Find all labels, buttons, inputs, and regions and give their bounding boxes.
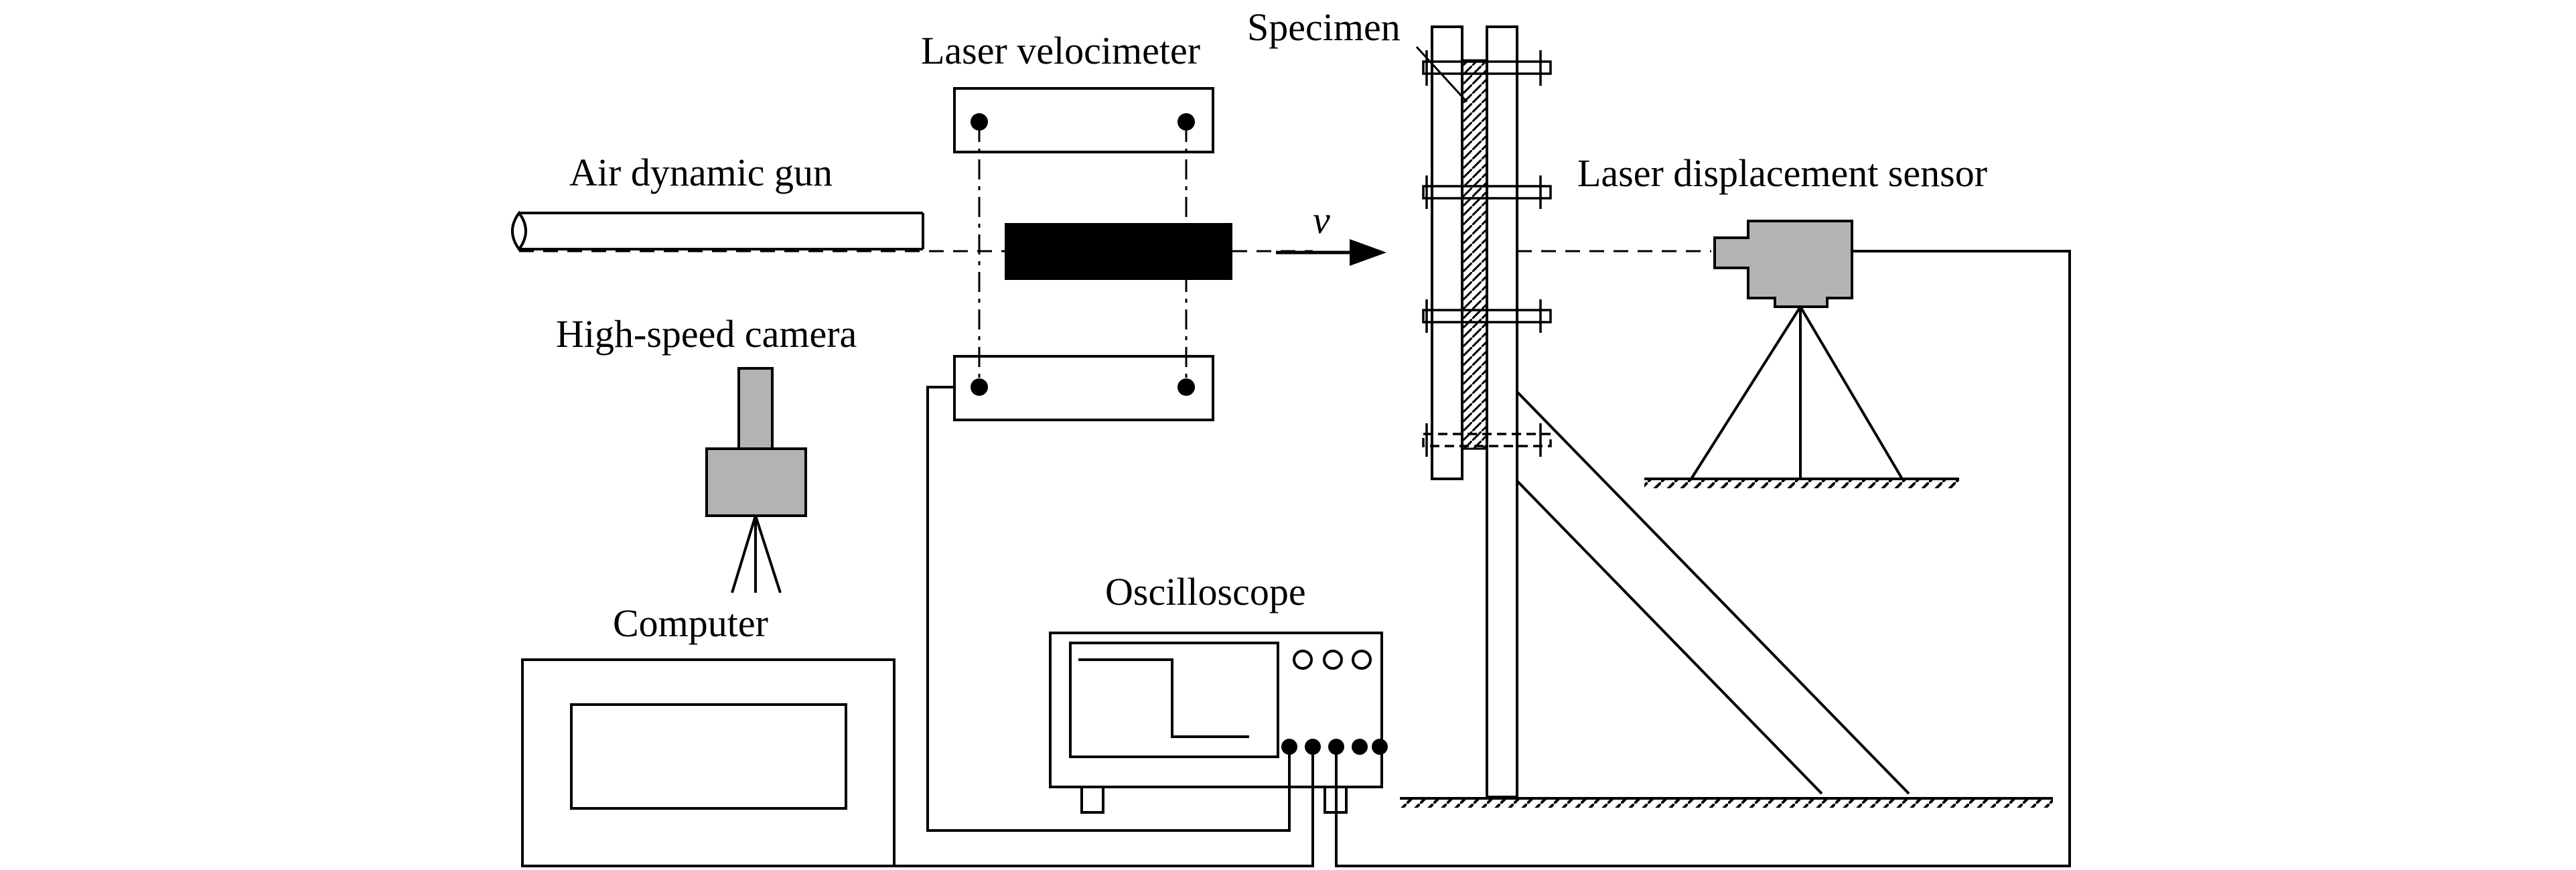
air-dynamic-gun-label: Air dynamic gun (569, 151, 833, 194)
high-speed-camera-label: High-speed camera (556, 312, 857, 356)
computer (521, 658, 896, 867)
specimen (1461, 59, 1488, 450)
computer-label: Computer (613, 601, 768, 645)
oscilloscope-knobs (1293, 650, 1372, 670)
laser-displacement-sensor-label: Laser displacement sensor (1577, 151, 1987, 195)
oscilloscope (1049, 632, 1383, 814)
oscilloscope-ports (1281, 739, 1388, 755)
specimen-label: Specimen (1247, 5, 1401, 49)
wiring (894, 250, 2071, 867)
laser-velocimeter-label: Laser velocimeter (921, 29, 1200, 72)
projectile (1005, 223, 1232, 280)
high-speed-camera (705, 367, 807, 517)
support-frame (1431, 25, 1910, 798)
laser-displacement-sensor (1713, 220, 1853, 308)
velocity-label: v (1313, 198, 1330, 242)
sensor-ground (1644, 478, 1959, 488)
clamp-bolts (1422, 50, 1552, 457)
tripod-icon (1690, 305, 1904, 480)
camera-tripod-icon (731, 515, 782, 593)
velocimeter-sensor-dots (971, 113, 1195, 396)
ground (1400, 797, 2053, 808)
arrow-right-icon (1276, 239, 1386, 266)
air-dynamic-gun (511, 210, 924, 252)
oscilloscope-label: Oscilloscope (1105, 570, 1306, 613)
